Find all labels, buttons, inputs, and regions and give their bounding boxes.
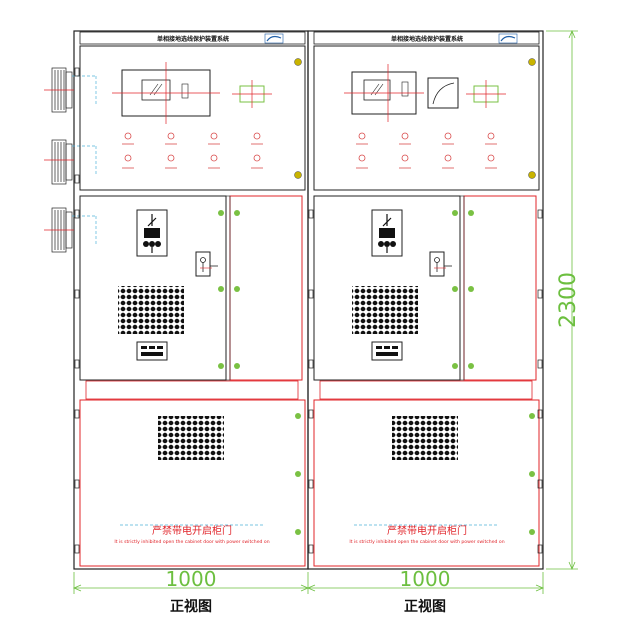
- ventilation-grille: [158, 416, 224, 460]
- knob-icon: [442, 154, 454, 169]
- control-knobs: [356, 132, 497, 169]
- cable-terminal-2: [44, 139, 97, 185]
- warning-text-en: It is strictly inhibited open the cabine…: [114, 539, 269, 545]
- indicator-lamp: [234, 286, 240, 292]
- ventilation-grille: [118, 286, 184, 334]
- indicator-lamp: [529, 471, 535, 477]
- indicator-lamp: [295, 471, 301, 477]
- breaker-door-right: [313, 195, 537, 381]
- indicator-meter: [232, 80, 272, 108]
- width-label: 1000: [166, 567, 217, 591]
- indicator-lamp: [218, 286, 224, 292]
- logo-icon: [264, 33, 284, 44]
- knob-icon: [485, 132, 497, 145]
- knob-icon: [399, 154, 411, 169]
- width-label: 1000: [400, 567, 451, 591]
- bus-channel-left: [85, 380, 299, 400]
- knob-icon: [122, 154, 134, 169]
- indicator-lamp: [295, 529, 301, 535]
- knob-icon: [208, 132, 220, 145]
- indicator-lamp: [468, 210, 474, 216]
- width-dimension-right: [306, 572, 545, 594]
- lock-icon: [294, 171, 302, 179]
- operating-handle: [429, 251, 452, 277]
- cable-door-right: 严禁带电开启柜门 It is strictly inhibited open t…: [313, 399, 540, 567]
- indicator-lamp: [529, 413, 535, 419]
- indicator-lamp: [234, 363, 240, 369]
- indicator-lamp: [295, 413, 301, 419]
- view-label: 正视图: [404, 598, 446, 615]
- control-box: [371, 341, 403, 361]
- bus-channel-right: [319, 380, 533, 400]
- knob-icon: [442, 132, 454, 145]
- control-knobs: [122, 132, 263, 169]
- cable-door-left: 严禁带电开启柜门 It is strictly inhibited open t…: [79, 399, 306, 567]
- indicator-lamp: [468, 286, 474, 292]
- view-label: 正视图: [170, 598, 212, 615]
- knob-icon: [208, 154, 220, 169]
- panel-title: 单相接地选线保护装置系统: [157, 35, 229, 43]
- warning-text-en: It is strictly inhibited open the cabine…: [349, 539, 504, 545]
- height-label: 2300: [556, 272, 581, 328]
- logo-icon: [498, 33, 518, 44]
- cabinet-outline-right: [307, 30, 544, 570]
- knob-icon: [485, 154, 497, 169]
- knob-icon: [165, 132, 177, 145]
- title-strip-left: 单相接地选线保护装置系统: [79, 31, 306, 45]
- mimic-diagram: [136, 209, 168, 257]
- indicator-lamp: [218, 363, 224, 369]
- instrument-door-right: [313, 45, 540, 191]
- lock-icon: [528, 58, 536, 66]
- knob-icon: [165, 154, 177, 169]
- instrument-door-left: [79, 45, 306, 191]
- indicator-lamp: [452, 363, 458, 369]
- analog-meter: [427, 77, 459, 109]
- operating-handle: [195, 251, 218, 277]
- knob-icon: [356, 132, 368, 145]
- width-dimension-left: [72, 572, 310, 594]
- knob-icon: [251, 132, 263, 145]
- cable-terminals: [44, 67, 97, 253]
- panel-title: 单相接地选线保护装置系统: [391, 35, 463, 43]
- protection-relay: [112, 62, 220, 124]
- indicator-lamp: [452, 210, 458, 216]
- indicator-lamp: [234, 210, 240, 216]
- mimic-diagram: [371, 209, 403, 257]
- cabinet-outline-left: [73, 30, 309, 570]
- indicator-meter: [466, 80, 506, 108]
- knob-icon: [399, 132, 411, 145]
- frame-hinges: [74, 67, 543, 554]
- ventilation-grille: [352, 286, 418, 334]
- control-box: [136, 341, 168, 361]
- ventilation-grille: [392, 416, 458, 460]
- knob-icon: [122, 132, 134, 145]
- warning-text-cn: 严禁带电开启柜门: [152, 524, 232, 537]
- indicator-lamp: [452, 286, 458, 292]
- breaker-door-left: [79, 195, 303, 381]
- title-strip-right: 单相接地选线保护装置系统: [313, 31, 540, 45]
- height-dimension: [546, 29, 578, 571]
- lock-icon: [528, 171, 536, 179]
- cable-terminal-3: [44, 207, 97, 253]
- indicator-lamp: [529, 529, 535, 535]
- cable-terminal-1: [44, 67, 97, 113]
- indicator-lamp: [218, 210, 224, 216]
- protection-relay: [344, 64, 424, 122]
- lock-icon: [294, 58, 302, 66]
- indicator-lamp: [468, 363, 474, 369]
- knob-icon: [251, 154, 263, 169]
- warning-text-cn: 严禁带电开启柜门: [387, 524, 467, 537]
- knob-icon: [356, 154, 368, 169]
